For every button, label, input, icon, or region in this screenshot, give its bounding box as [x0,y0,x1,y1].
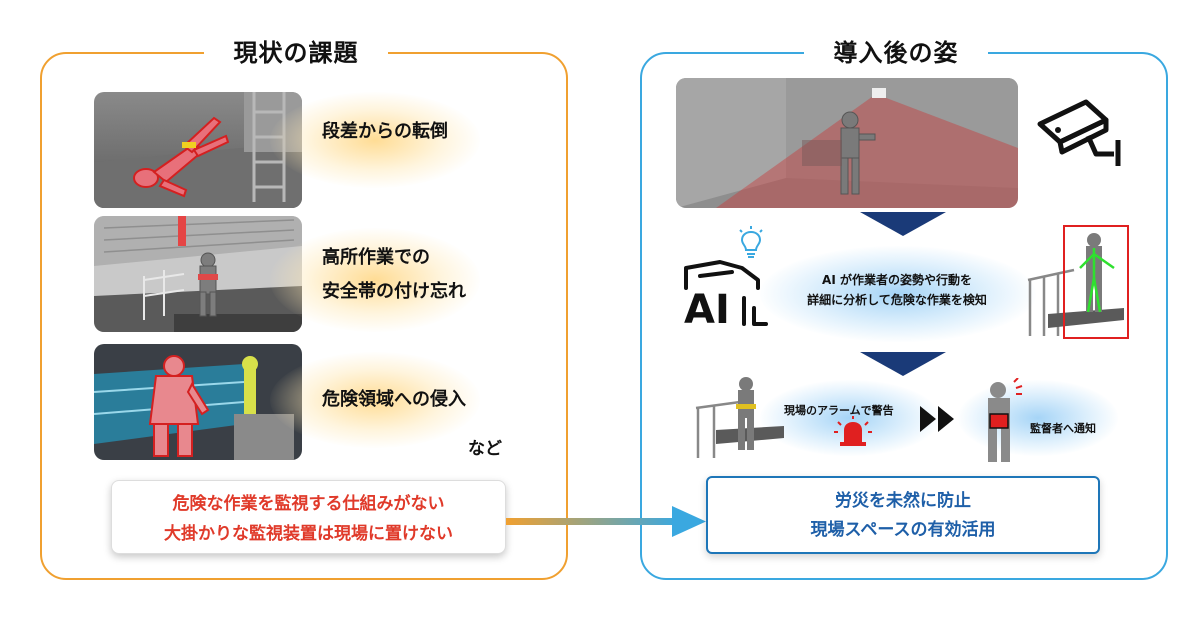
title-rule-left [780,52,814,54]
title-rule-right [384,52,418,54]
notify-glow [958,380,1118,456]
benefit-line: 労災を未然に防止 [835,491,971,511]
issue-harness-label-line2: 安全帯の付け忘れ [322,281,466,302]
alarm-light-icon [834,416,872,446]
alarm-label: 現場のアラームで警告 [784,404,894,417]
problem-line: 大掛かりな監視装置は現場に置けない [164,524,453,544]
detected-worker-image [1027,225,1129,339]
fast-forward-icon [920,406,954,432]
supervisor-image [988,378,1023,462]
issue-harness-label-line1: 高所作業での [322,247,430,268]
after-introduction-title: 導入後の姿 [804,36,988,70]
benefits-box: 労災を未然に防止 現場スペースの有効活用 [706,476,1100,554]
alarmed-worker-image [695,377,784,458]
benefit-line: 現場スペースの有効活用 [810,520,996,540]
ai-description: AI が作業者の姿勢や行動を 詳細に分析して危険な作業を検知 [774,270,1020,310]
step-down-arrow [860,352,946,376]
ai-description-line2: 詳細に分析して危険な作業を検知 [807,293,987,307]
current-issues-title: 現状の課題 [204,36,388,70]
issue-glow [270,92,480,188]
analysis-glow [760,246,1036,342]
danger-zone-scene-image [94,344,302,460]
ai-brain-icon [684,260,768,326]
ai-icon-text: AI [684,287,730,333]
problem-line: 危険な作業を監視する仕組みがない [172,494,445,514]
issue-glow [270,228,480,332]
notify-label: 監督者へ通知 [1030,422,1096,435]
fall-scene-image [94,92,302,208]
camera-monitoring-scene-image [676,78,1018,208]
title-rule-left [180,52,214,54]
etc-label: など [468,439,502,459]
title-rule-right [986,52,1020,54]
ai-description-line1: AI が作業者の姿勢や行動を [822,273,972,287]
transition-arrow [506,506,706,537]
issue-glow [270,352,480,448]
problems-box: 危険な作業を監視する仕組みがない 大掛かりな監視装置は現場に置けない [111,480,506,554]
lightbulb-icon [739,226,763,258]
step-down-arrow [860,212,946,236]
issue-danger-zone-label: 危険領域への侵入 [322,389,466,410]
issue-fall-label: 段差からの転倒 [322,121,448,142]
security-camera-icon [1037,99,1121,166]
harness-scene-image [94,216,302,332]
